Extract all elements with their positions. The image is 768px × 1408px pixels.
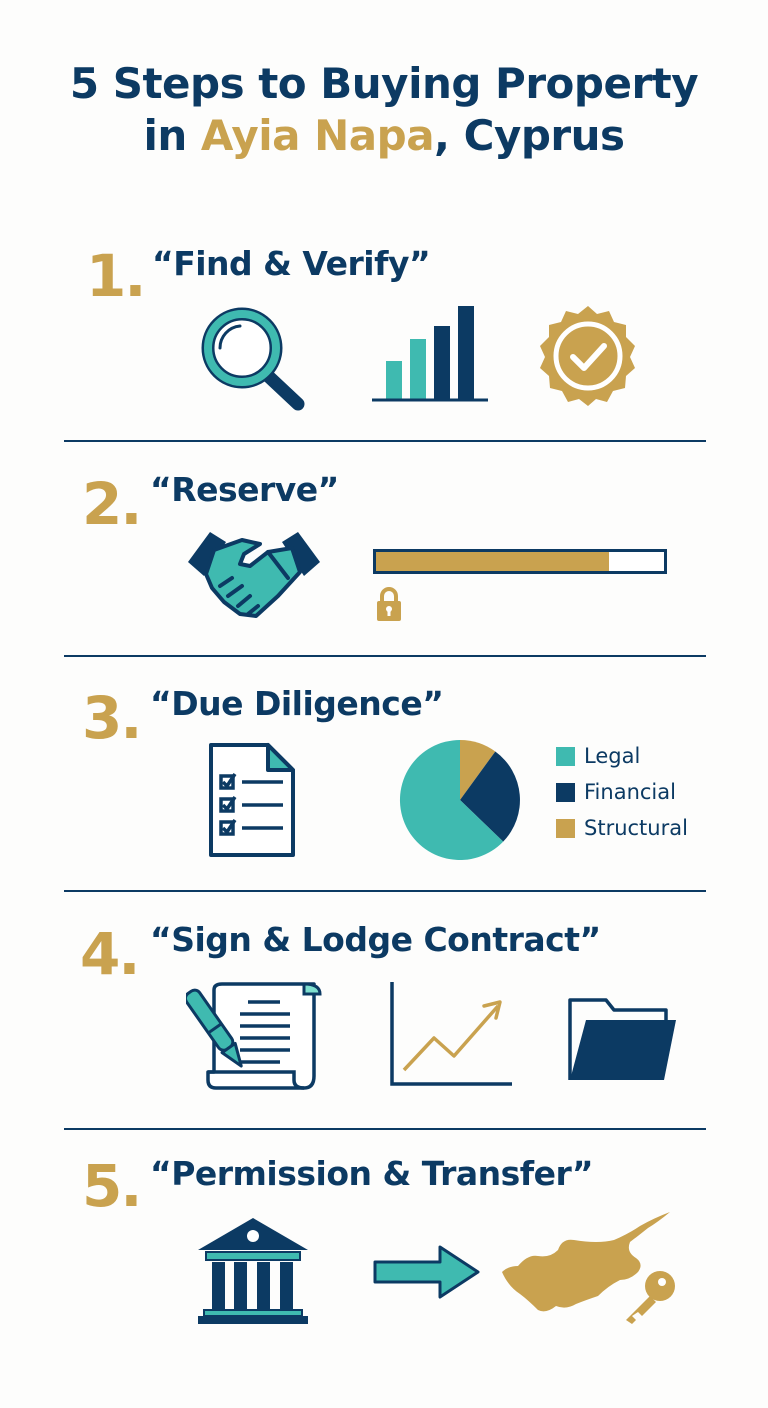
cyprus-map-icon xyxy=(502,1212,670,1312)
magnifier-icon xyxy=(201,307,305,411)
title-line-2: in Ayia Napa, Cyprus xyxy=(0,110,768,162)
step-4-number: 4. xyxy=(80,920,140,988)
pie-legend: Legal Financial Structural xyxy=(556,738,688,846)
government-building-icon xyxy=(198,1218,308,1324)
divider-1 xyxy=(64,440,706,442)
divider-2 xyxy=(64,655,706,657)
divider-3 xyxy=(64,890,706,892)
step-3-title: “Due Diligence” xyxy=(150,684,444,723)
legend-item-legal: Legal xyxy=(556,738,688,774)
step-5-number: 5. xyxy=(82,1152,142,1220)
legend-item-structural: Structural xyxy=(556,810,688,846)
legend-item-financial: Financial xyxy=(556,774,688,810)
arrow-right-icon xyxy=(373,1245,480,1299)
page-title: 5 Steps to Buying Property in Ayia Napa,… xyxy=(0,58,768,162)
step-2-title: “Reserve” xyxy=(150,470,339,509)
growth-line-chart-icon xyxy=(390,982,512,1086)
step-1-number: 1. xyxy=(86,242,146,310)
legend-swatch-legal xyxy=(556,746,575,766)
checklist-document-icon xyxy=(209,743,295,857)
bar-chart-icon xyxy=(372,306,488,402)
folder-icon xyxy=(568,998,676,1080)
reservation-progress-bar xyxy=(373,549,667,574)
progress-fill xyxy=(376,552,610,571)
title-prefix: in xyxy=(143,111,201,160)
step-3-number: 3. xyxy=(82,684,142,752)
verified-badge-icon xyxy=(540,306,635,406)
key-icon xyxy=(626,1271,675,1324)
title-suffix: , Cyprus xyxy=(434,111,625,160)
legend-label: Legal xyxy=(584,744,641,768)
step-2-number: 2. xyxy=(82,470,142,538)
step-4-title: “Sign & Lodge Contract” xyxy=(150,920,601,959)
handshake-icon xyxy=(188,532,320,618)
legend-swatch-structural xyxy=(556,818,575,838)
divider-4 xyxy=(64,1128,706,1130)
legend-swatch-financial xyxy=(556,782,575,802)
step-5-title: “Permission & Transfer” xyxy=(150,1154,594,1193)
title-highlight-location: Ayia Napa xyxy=(200,111,435,160)
lock-icon xyxy=(377,587,401,621)
contract-pen-icon xyxy=(186,982,322,1090)
legend-label: Structural xyxy=(584,816,688,840)
legend-label: Financial xyxy=(584,780,676,804)
title-line-1: 5 Steps to Buying Property xyxy=(69,59,699,108)
step-1-title: “Find & Verify” xyxy=(152,244,431,283)
due-diligence-pie-chart xyxy=(399,740,520,860)
